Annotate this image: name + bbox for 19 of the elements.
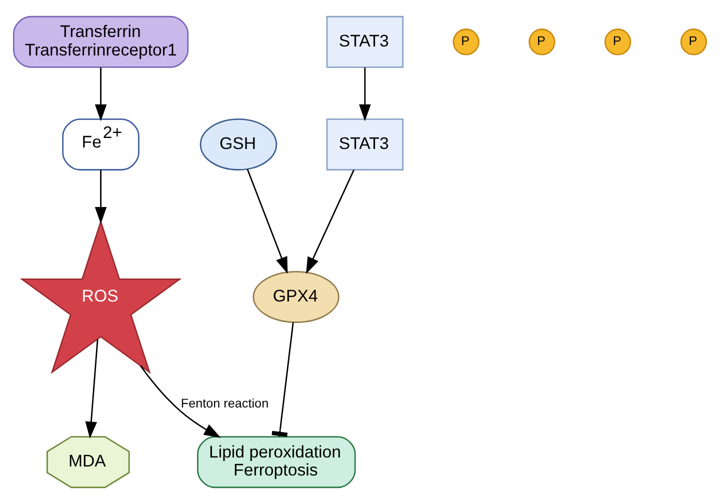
arrow (85, 339, 98, 439)
node-box: STAT3 (326, 118, 404, 170)
node-box: Lipid peroxidation Ferroptosis (197, 436, 356, 488)
label: P (461, 34, 470, 48)
arrow (94, 170, 107, 224)
arrow (359, 67, 371, 122)
node-ellipse: GPX4 (252, 270, 340, 323)
node-ellipse: GSH (200, 118, 278, 170)
edge-label: Fenton reaction (180, 396, 269, 411)
connector (272, 322, 294, 437)
label: P (537, 34, 546, 48)
arrow (140, 365, 221, 438)
arrow (246, 169, 288, 274)
arrow (94, 67, 107, 122)
label: P (612, 34, 622, 48)
node-box: STAT3 (326, 16, 404, 68)
arrow (306, 170, 354, 274)
node-box: Transferrin Transferrinreceptor1 (12, 16, 189, 68)
label: P (688, 34, 698, 48)
